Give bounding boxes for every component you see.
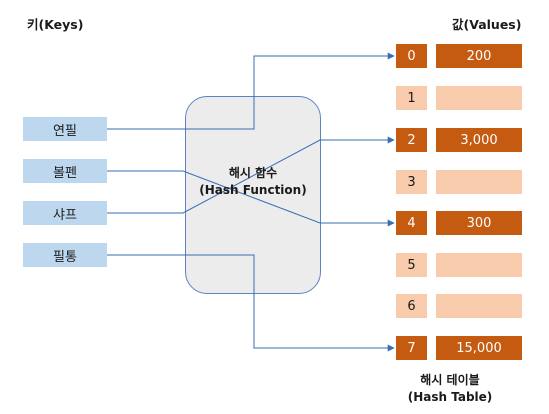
slot-value — [436, 170, 522, 194]
slot-value — [436, 294, 522, 318]
hash-function-subtitle: (Hash Function) — [199, 183, 307, 197]
slot-value: 15,000 — [436, 336, 522, 360]
arrow-key0-to-slot0 — [107, 52, 395, 130]
key-item: 샤프 — [23, 201, 107, 225]
slot-index: 6 — [396, 294, 427, 318]
key-item: 연필 — [23, 117, 107, 141]
slot-index: 2 — [396, 128, 427, 152]
arrow-key3-to-slot7 — [107, 254, 395, 352]
slot-index: 0 — [396, 44, 427, 68]
slot-index: 4 — [396, 211, 427, 235]
slot-value — [436, 253, 522, 277]
hash-table-title: 해시 테이블 — [420, 373, 480, 387]
arrow-key1-to-slot4 — [107, 170, 395, 227]
keys-header: 키(Keys) — [27, 17, 84, 32]
hash-function-title: 해시 함수 — [228, 166, 278, 180]
slot-index: 3 — [396, 170, 427, 194]
arrow-key2-to-slot2 — [107, 136, 395, 214]
slot-index: 1 — [396, 86, 427, 110]
key-item: 볼펜 — [23, 159, 107, 183]
slot-index: 5 — [396, 253, 427, 277]
slot-value: 3,000 — [436, 128, 522, 152]
hash-table-caption: 해시 테이블 (Hash Table) — [400, 372, 500, 406]
hash-function-label: 해시 함수 (Hash Function) — [185, 165, 321, 199]
key-item: 필통 — [23, 243, 107, 267]
hash-table-subtitle: (Hash Table) — [407, 390, 493, 404]
slot-index: 7 — [396, 336, 427, 360]
slot-value: 300 — [436, 211, 522, 235]
values-header: 값(Values) — [452, 17, 522, 32]
slot-value — [436, 86, 522, 110]
slot-value: 200 — [436, 44, 522, 68]
